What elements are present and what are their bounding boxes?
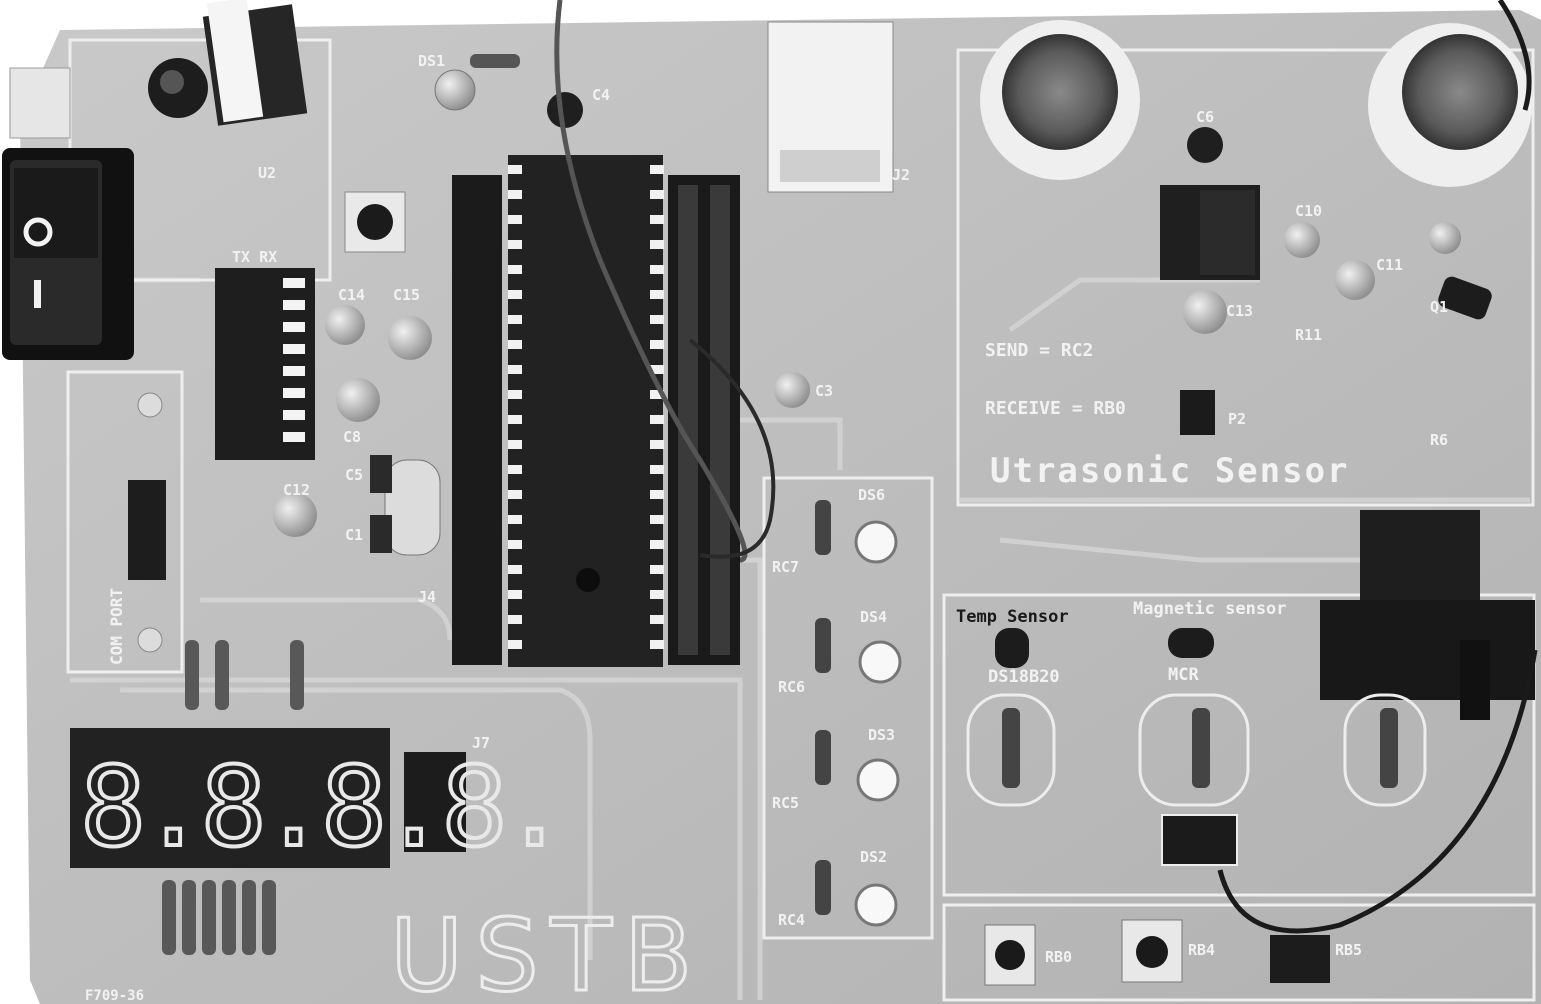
led-ds4 xyxy=(858,640,902,684)
jumper-sensor xyxy=(1161,814,1238,866)
led-ds1 xyxy=(434,69,476,111)
label-j2: J2 xyxy=(892,166,910,184)
transistor-q1 xyxy=(1438,276,1492,320)
cap-c3 xyxy=(774,372,810,408)
label-u2: U2 xyxy=(258,164,276,182)
label-c13: C13 xyxy=(1226,302,1253,320)
dc-jack xyxy=(9,67,71,139)
label-rc6: RC6 xyxy=(778,678,805,696)
resistor-r13 xyxy=(1192,708,1210,788)
seven-segment-display xyxy=(70,728,466,868)
label-rb0: RB0 xyxy=(1045,948,1072,966)
connector-j2 xyxy=(767,21,894,193)
label-c14: C14 xyxy=(338,286,365,304)
crystal-oscillator xyxy=(384,459,441,556)
cap-c10 xyxy=(1284,222,1320,258)
com-jumper xyxy=(128,480,166,580)
cap-c4 xyxy=(547,92,583,128)
label-c15: C15 xyxy=(393,286,420,304)
cap-c15 xyxy=(388,316,432,360)
label-j4: J4 xyxy=(418,588,436,606)
led-ds2 xyxy=(854,883,898,927)
jumper-wire xyxy=(554,0,748,563)
temp-sensor-title: Temp Sensor xyxy=(956,607,1069,627)
label-rc7: RC7 xyxy=(772,558,799,576)
sensor-wire xyxy=(1217,649,1538,934)
label-rb4: RB4 xyxy=(1188,941,1215,959)
label-ds4: DS4 xyxy=(860,608,887,626)
led-section-outline xyxy=(762,476,934,940)
ultrasonic-receive-label: RECEIVE = RB0 xyxy=(985,398,1126,419)
label-rb5: RB5 xyxy=(1335,941,1362,959)
led-ds6 xyxy=(854,520,898,564)
label-c4: C4 xyxy=(592,86,610,104)
pcb-traces xyxy=(60,277,1530,1000)
label-p2: P2 xyxy=(1228,410,1246,428)
label-j7: J7 xyxy=(472,734,490,752)
label-rc5: RC5 xyxy=(772,794,799,812)
part-code: F709-36 xyxy=(85,988,144,1004)
push-buttons xyxy=(984,919,1330,986)
label-c8: C8 xyxy=(343,428,361,446)
opto-sensor-block xyxy=(1320,510,1535,720)
label-c10: C10 xyxy=(1295,202,1322,220)
cap-c12 xyxy=(273,493,317,537)
logo-ustb: USTB xyxy=(390,897,704,1004)
ultrasonic-send-label: SEND = RC2 xyxy=(985,340,1093,361)
label-c6: C6 xyxy=(1196,108,1214,126)
capacitors xyxy=(273,92,1461,537)
jumper-p2 xyxy=(1180,390,1215,435)
label-ds6: DS6 xyxy=(858,486,885,504)
label-c11: C11 xyxy=(1376,256,1403,274)
label-ds2: DS2 xyxy=(860,848,887,866)
ultrasonic-title: Utrasonic Sensor xyxy=(990,451,1350,491)
pin-header-right xyxy=(668,175,740,665)
label-c12: C12 xyxy=(283,481,310,499)
ultrasonic-section-outline xyxy=(956,48,1535,507)
cap-c11 xyxy=(1335,260,1375,300)
temp-sensor-ds18b20 xyxy=(995,628,1029,668)
label-ds1: DS1 xyxy=(418,52,445,70)
cap-c13 xyxy=(1183,290,1227,334)
label-tx-rx: TX RX xyxy=(232,248,277,266)
magnetic-sensor-part: MCR xyxy=(1168,665,1199,685)
led-ds3 xyxy=(856,758,900,802)
sensor-section-outline xyxy=(942,593,1536,897)
label-ds3: DS3 xyxy=(868,726,895,744)
led-column xyxy=(815,500,902,927)
cap-c14 xyxy=(325,305,365,345)
label-c3: C3 xyxy=(815,382,833,400)
ic-ultrasonic xyxy=(1160,185,1260,280)
heatsink xyxy=(206,0,264,123)
button-rb4 xyxy=(1121,919,1183,983)
ic-max232 xyxy=(215,268,315,460)
pin-header-left xyxy=(452,175,502,665)
seven-segment-digits: 8.8.8.8. xyxy=(80,743,562,871)
button-rb5 xyxy=(1270,935,1330,983)
com-port-label: COM PORT xyxy=(107,588,126,665)
label-q1: Q1 xyxy=(1430,298,1448,316)
label-c1: C1 xyxy=(345,526,363,544)
label-c5: C5 xyxy=(345,466,363,484)
cap-c1 xyxy=(370,515,392,553)
magnetic-sensor-mcr xyxy=(1168,628,1214,658)
magnetic-sensor-title: Magnetic sensor xyxy=(1133,599,1287,619)
cap-c5 xyxy=(370,455,392,493)
label-r11: R11 xyxy=(1295,326,1322,344)
resistor-r10 xyxy=(1002,708,1020,788)
label-rc4: RC4 xyxy=(778,911,805,929)
com-section-outline xyxy=(66,370,184,674)
resistor-pads xyxy=(966,693,1427,807)
microcontroller-pic xyxy=(508,155,664,667)
cap-c6 xyxy=(1187,127,1223,163)
resistor-bank xyxy=(162,640,304,955)
resistor-ds1 xyxy=(470,54,520,68)
label-r6: R6 xyxy=(1430,431,1448,449)
ultrasonic-transducers xyxy=(980,20,1532,187)
cap-c8 xyxy=(336,378,380,422)
power-switch xyxy=(2,148,134,360)
temp-sensor-part: DS18B20 xyxy=(988,667,1060,687)
